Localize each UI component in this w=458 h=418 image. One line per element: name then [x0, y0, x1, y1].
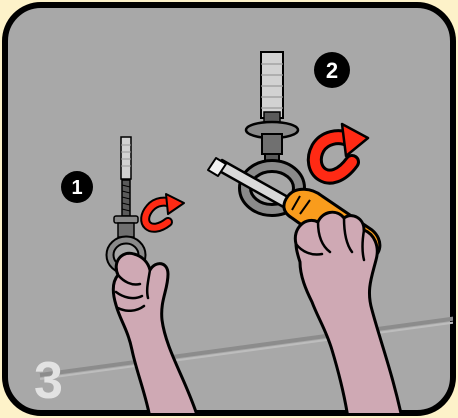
- step-1-label: 1: [71, 177, 82, 199]
- wall-anchor-icon: [261, 52, 283, 118]
- step-1-badge: 1: [61, 171, 93, 203]
- step-2-badge: 2: [314, 52, 350, 88]
- panel-number: 3: [34, 352, 63, 410]
- panel: 1: [5, 5, 458, 418]
- step-2-label: 2: [326, 58, 338, 83]
- wall-anchor-icon: [121, 137, 131, 179]
